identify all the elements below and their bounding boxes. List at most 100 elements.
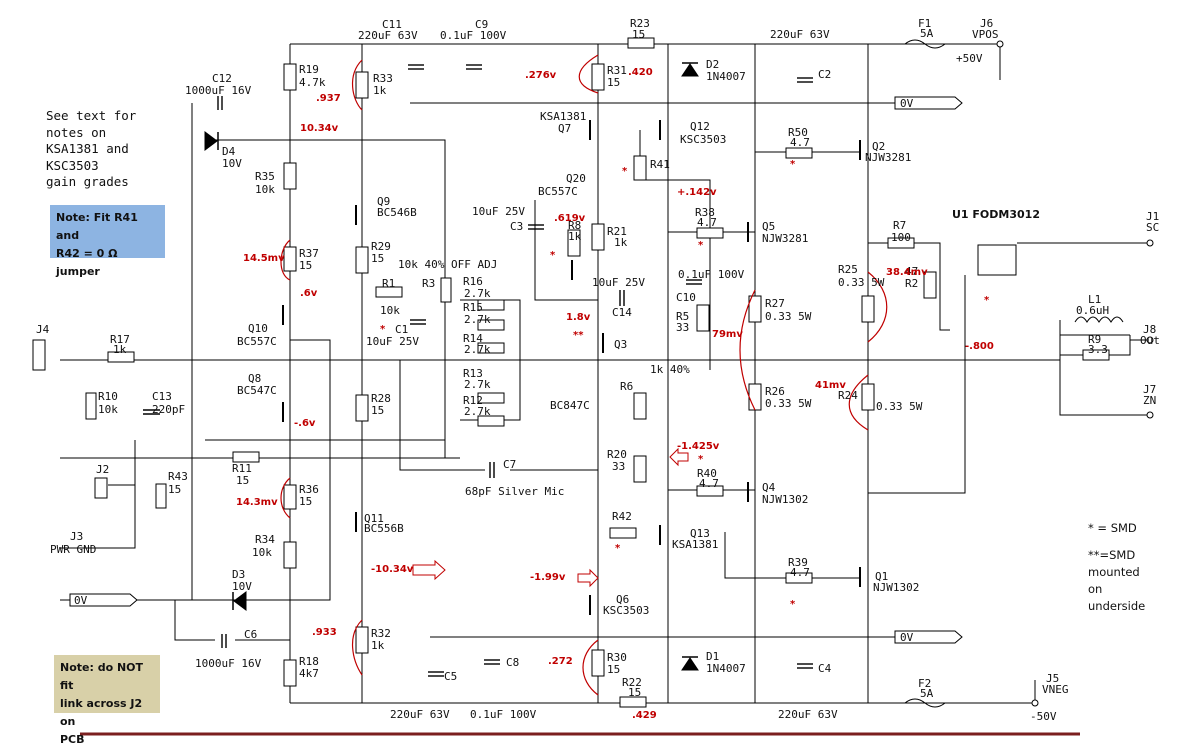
passives-misc [32,39,1124,708]
measure-1425: -1.425v [677,441,720,452]
smd-legend: * = SMD **=SMD mounted on underside [1088,520,1145,615]
label-R8v: 1k [568,230,582,243]
label-R35: R35 [255,170,275,183]
label-R25: R25 [838,263,858,276]
label-R14: R14 [463,332,483,345]
label-Q8: Q8 [248,372,261,385]
label-C6: C6 [244,628,257,641]
label-Q8v: BC547C [237,384,277,397]
gain-grade-note: See text for notes on KSA1381 and KSC350… [46,108,136,191]
semiconductors [204,62,699,671]
label-R2: R2 [905,277,918,290]
label-C4v: 220uF 63V [778,708,838,721]
label-C58v: 220uF 63V [390,708,450,721]
label-Q6v: KSC3503 [603,604,649,617]
label-C1: C1 [395,323,408,336]
fit-note-line: Note: Fit R41 and [56,211,138,242]
label-D2: D2 [706,58,719,71]
label-F1: F1 [918,17,931,30]
label-L1v: 0.6uH [1076,304,1109,317]
label-C9: C9 [475,18,488,31]
label-Q7v: KSA1381 [540,110,586,123]
label-Q5: Q5 [762,220,775,233]
capacitors [143,64,813,677]
label-Q3: Q3 [614,338,627,351]
label-C5: C5 [444,670,457,683]
label-Q4: Q4 [762,481,776,494]
label-R30v: 15 [607,663,620,676]
label-C13v: 220pF [152,403,185,416]
label-J4: J4 [36,323,50,336]
label-R34: R34 [255,533,275,546]
label-R36: R36 [299,483,319,496]
label-R28: R28 [371,392,391,405]
smd-legend-text: * = SMD [1088,521,1137,535]
label-J5v: VNEG [1042,683,1069,696]
label-R16: R16 [463,275,483,288]
label-Q5v: NJW3281 [762,232,808,245]
smd-mark-r20: * [698,454,704,465]
smd-mark-r41: * [622,166,628,177]
label-R29v: 15 [371,252,384,265]
label-R21: R21 [607,225,627,238]
label-R26: R26 [765,385,785,398]
smd-mark-u1: * [984,295,990,306]
measure-1034n: -10.34v [371,564,414,575]
label-C10: C10 [676,291,696,304]
smd-mark-r8: * [550,250,556,261]
label-Q6: Q6 [616,593,629,606]
label-R50v: 4.7 [790,136,810,149]
label-Q2v: NJW3281 [865,151,911,164]
label-R15: R15 [463,301,483,314]
label-R23: R23 [630,17,650,30]
label-R26v: 0.33 5W [765,397,812,410]
label-J8v: Out [1140,334,1160,347]
smd-underside-line: mounted [1088,565,1140,579]
label-C3v: 10uF 25V [472,205,525,218]
label-J7: J7 [1143,383,1156,396]
measure-6n: -.6v [294,418,316,429]
smd-underside-line: underside [1088,599,1146,613]
label-C2: C2 [818,68,831,81]
label-Q20v: BC557C [538,185,578,198]
link-note-line: Note: do NOT fit [60,661,144,692]
label-R27: R27 [765,297,785,310]
label-R13v: 2.7k [464,378,491,391]
label-J1v: SC [1146,221,1159,234]
label-D4: D4 [222,145,236,158]
label-Q1v: NJW1302 [873,581,919,594]
label-Q11v: BC556B [364,522,404,535]
label-C4: C4 [818,662,832,675]
label-R3v: 10k 40% OFF ADJ [398,258,497,271]
measure-142: +.142v [677,187,717,198]
gain-note-line: notes on [46,124,107,140]
label-R41: R41 [650,158,670,171]
label-rail0v-top: 0V [900,97,914,110]
label-R39: R39 [788,556,808,569]
label-Q7: Q7 [558,122,571,135]
label-Q13: Q13 [690,527,710,540]
gain-note-line: KSA1381 and [46,141,129,156]
gain-note-line: KSC3503 [46,157,99,173]
label-Q10: Q10 [248,322,268,335]
measure-18: 1.8v [566,312,591,323]
measure-272: .272 [548,656,573,667]
label-Q20: Q20 [566,172,586,185]
component-labels: J4 R17 1k R10 10k C13 220pF J2 R43 15 J3… [36,17,1160,723]
link-note: Note: do NOT fit link across J2 on PCB [54,655,160,746]
label-J5: J5 [1046,672,1059,685]
label-U1: U1 FODM3012 [952,208,1040,221]
label-R23v: 15 [632,28,645,41]
label-R43: R43 [168,470,188,483]
label-R32v: 1k [371,639,385,652]
measure-619: .619v [554,213,586,224]
label-R29: R29 [371,240,391,253]
label-R27v: 0.33 5W [765,310,812,323]
label-C10v: 0.1uF 100V [678,268,745,281]
label-Q10v: BC557C [237,335,277,348]
label-R11: R11 [232,462,252,475]
label-Q9v: BC546B [377,206,417,219]
label-C12v: 1000uF 16V [185,84,252,97]
label-J5s: -50V [1030,710,1057,723]
